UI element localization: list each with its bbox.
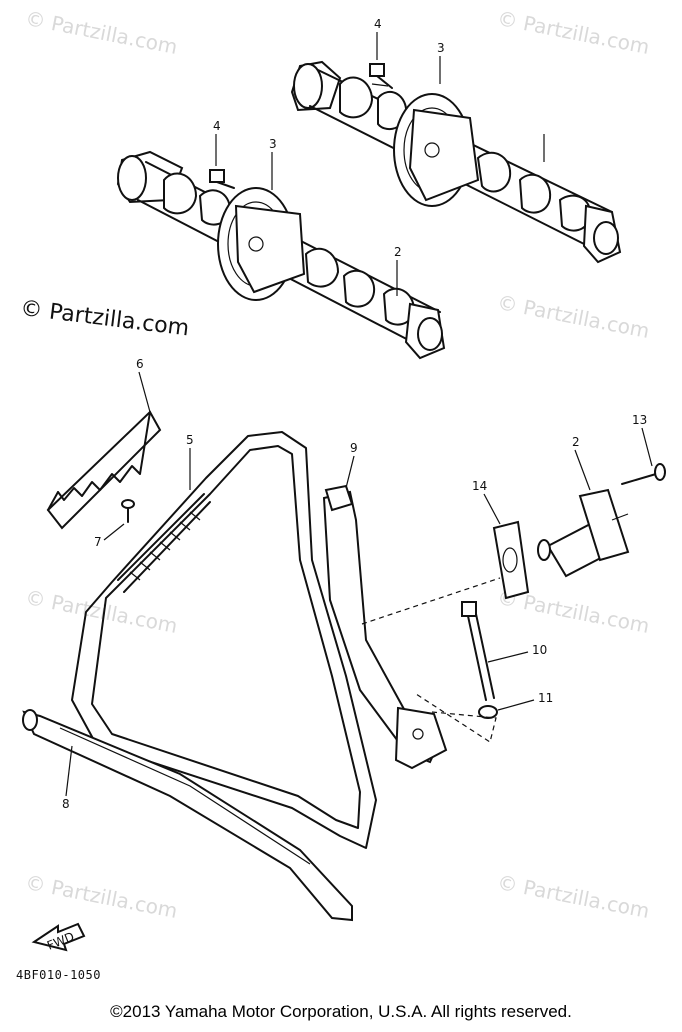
callout-6: 6 bbox=[136, 357, 144, 371]
callout-4: 4 bbox=[213, 119, 221, 133]
callout-7: 7 bbox=[94, 535, 102, 549]
chain-guide-upper[interactable] bbox=[46, 410, 162, 530]
diagram-code: 4BF010-1050 bbox=[16, 968, 101, 982]
washer[interactable] bbox=[478, 705, 498, 719]
callout-2: 2 bbox=[572, 435, 580, 449]
bolt-tensioner[interactable] bbox=[621, 463, 666, 485]
bolt-upper[interactable] bbox=[369, 63, 393, 89]
callout-9: 9 bbox=[350, 441, 358, 455]
callout-11: 11 bbox=[538, 691, 553, 705]
cam-chain-tensioner[interactable] bbox=[537, 488, 630, 578]
forward-arrow: FWD bbox=[31, 922, 86, 953]
callout-5: 5 bbox=[186, 433, 194, 447]
callout-13: 13 bbox=[632, 413, 647, 427]
callout-4: 4 bbox=[374, 17, 382, 31]
chain-guide-tensioner[interactable] bbox=[322, 484, 448, 770]
callout-14: 14 bbox=[472, 479, 487, 493]
pivot-bolt[interactable] bbox=[461, 601, 495, 701]
gasket[interactable] bbox=[492, 520, 530, 600]
bolt-lower[interactable] bbox=[209, 169, 235, 189]
chain-guide-lower[interactable] bbox=[22, 709, 353, 922]
callout-2: 2 bbox=[394, 245, 402, 259]
camshaft-lower[interactable] bbox=[116, 150, 446, 360]
screw[interactable] bbox=[121, 499, 135, 523]
callout-3: 3 bbox=[437, 41, 445, 55]
timing-chain[interactable] bbox=[71, 431, 377, 849]
copyright-notice: ©2013 Yamaha Motor Corporation, U.S.A. A… bbox=[110, 1002, 572, 1021]
callout-3: 3 bbox=[269, 137, 277, 151]
camshaft-upper[interactable] bbox=[290, 60, 622, 264]
callout-8: 8 bbox=[62, 797, 70, 811]
callout-10: 10 bbox=[532, 643, 547, 657]
